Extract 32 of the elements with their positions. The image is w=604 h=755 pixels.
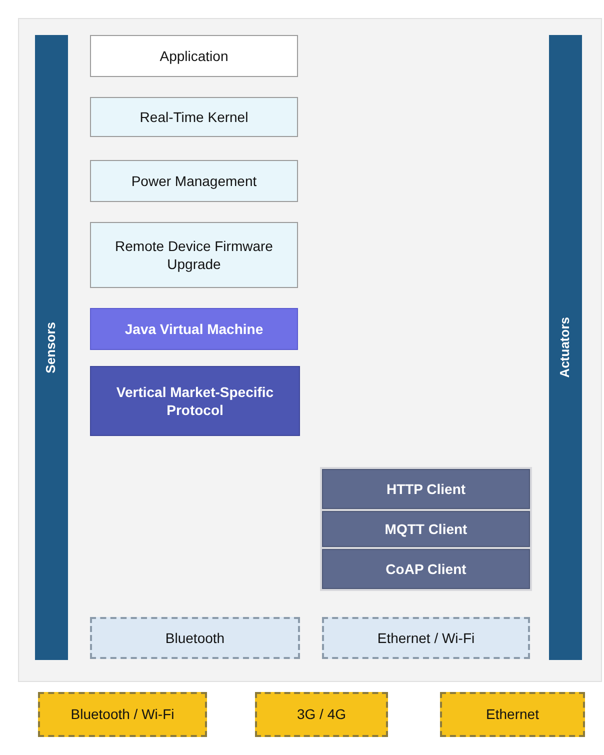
box-label: Power Management [131,172,257,190]
box-label: Real-Time Kernel [140,108,248,126]
side-bar [549,35,582,660]
box-label: Remote Device Firmware Upgrade [114,236,274,274]
box-label: Java Virtual Machine [124,320,264,338]
layer-box [90,308,298,350]
network-box [440,692,585,737]
layer-box [90,160,298,202]
interface-box [90,617,300,659]
interface-box [322,617,530,659]
network-box [255,692,388,737]
layer-box [90,366,300,436]
box-label: Bluetooth / Wi-Fi [70,705,174,724]
network-box [38,692,207,737]
side-bar [35,35,68,660]
bar-label: Sensors [43,322,60,374]
box-label: Ethernet / Wi-Fi [377,628,475,648]
bar-label: Actuators [557,317,574,378]
protocol-box [322,549,530,589]
box-label: CoAP Client [386,560,466,578]
layer-box [90,97,298,137]
box-label: Vertical Market-Specific Protocol [115,382,275,420]
box-label: HTTP Client [386,480,466,498]
box-label: Application [160,46,228,66]
box-label: Bluetooth [165,628,225,648]
protocol-box [322,511,530,547]
protocol-box [322,469,530,509]
box-label: MQTT Client [384,520,468,538]
box-label: Ethernet [486,705,539,724]
layer-box [90,35,298,77]
box-label: 3G / 4G [296,705,346,724]
layer-box [90,222,298,288]
